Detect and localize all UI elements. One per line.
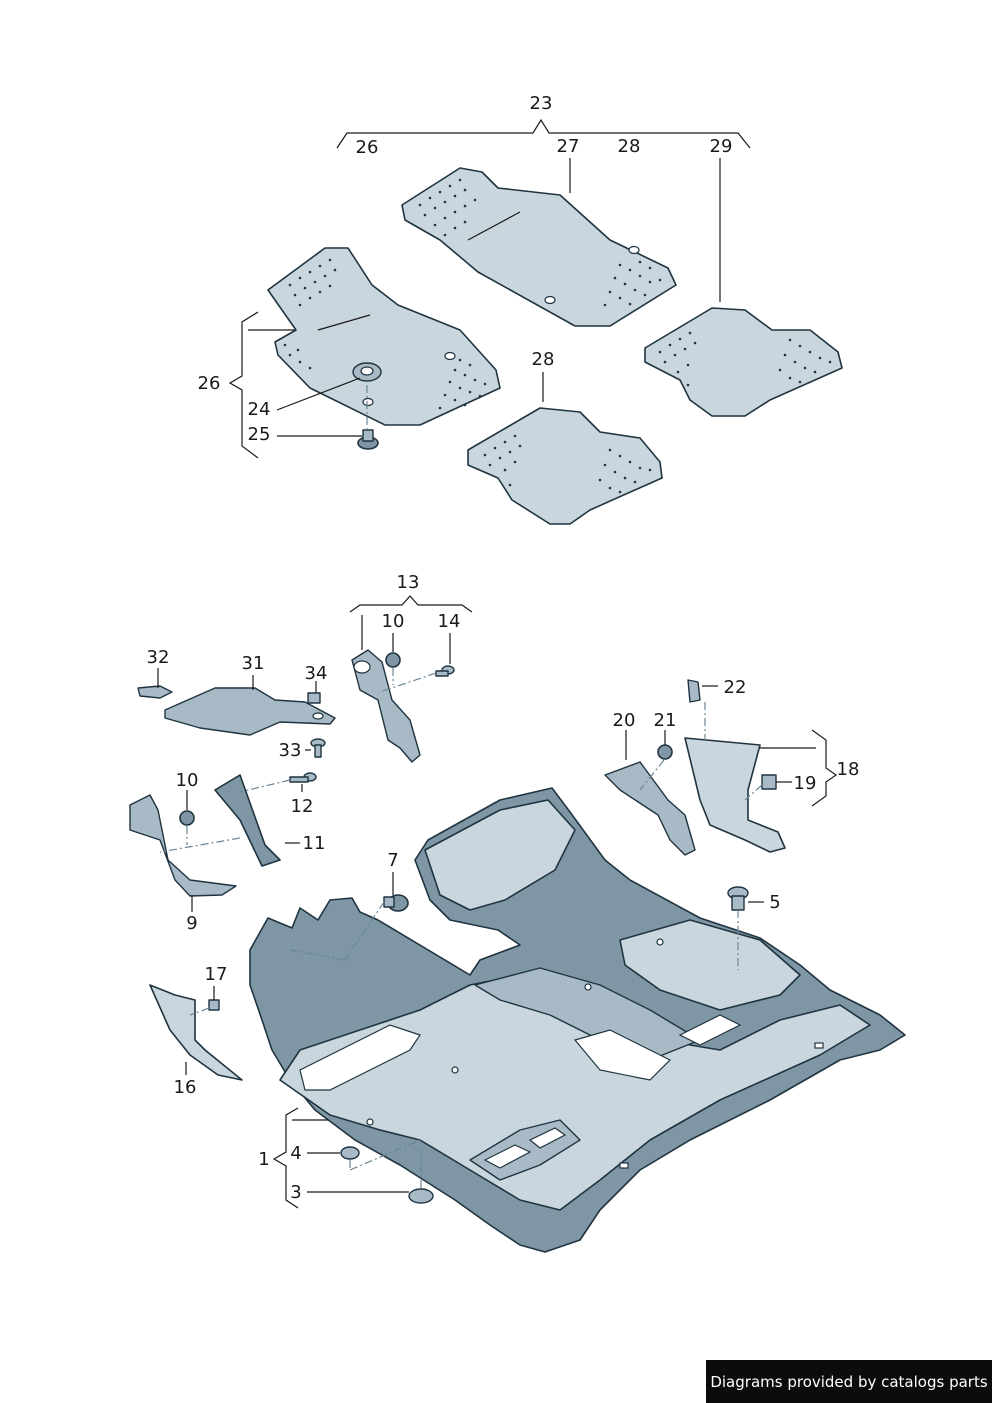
- callout-28: 28: [532, 349, 555, 370]
- floor-mat-rear-left: [467, 407, 663, 525]
- callout-24: 24: [248, 399, 271, 420]
- leader-lines: [157, 118, 838, 1209]
- callout-34: 34: [305, 663, 328, 684]
- assembly-lines: [159, 385, 763, 1188]
- mat-fastener-upper: [352, 362, 382, 382]
- callout-5: 5: [769, 892, 780, 913]
- credit-banner: Diagrams provided by catalogs parts: [706, 1360, 992, 1403]
- callout-17: 17: [205, 964, 228, 985]
- callout-28-top: 28: [618, 136, 641, 157]
- nut-10-upper: [385, 652, 401, 668]
- callout-29: 29: [710, 136, 733, 157]
- callout-23: 23: [530, 93, 553, 114]
- callout-25: 25: [248, 424, 271, 445]
- callout-9: 9: [186, 913, 197, 934]
- callout-27: 27: [557, 136, 580, 157]
- floor-mat-rear-right: [644, 307, 843, 417]
- callout-1: 1: [258, 1149, 269, 1170]
- foot-rest-bracket: [164, 687, 336, 736]
- callout-21: 21: [654, 710, 677, 731]
- callout-3: 3: [290, 1182, 301, 1203]
- trim-panel-right: [684, 737, 786, 853]
- callout-22: 22: [724, 677, 747, 698]
- callout-7: 7: [387, 850, 398, 871]
- callout-18: 18: [837, 759, 860, 780]
- clip-7: [383, 894, 409, 912]
- callout-14: 14: [438, 611, 461, 632]
- callout-26-top: 26: [356, 137, 379, 158]
- bracket-20: [604, 761, 696, 856]
- clip-17: [208, 999, 220, 1011]
- clip-19: [761, 774, 777, 790]
- callout-33: 33: [279, 740, 302, 761]
- floor-carpet: [249, 787, 906, 1253]
- nut-21: [657, 744, 673, 760]
- callout-10-upper: 10: [382, 611, 405, 632]
- clip-22: [687, 679, 701, 703]
- fastener-4: [340, 1146, 360, 1160]
- callout-13: 13: [397, 572, 420, 593]
- pedal-bracket: [351, 649, 421, 763]
- screw-12: [289, 772, 317, 783]
- callout-19: 19: [794, 773, 817, 794]
- floor-mat-front-right: [401, 167, 677, 327]
- callout-11: 11: [303, 833, 326, 854]
- trim-panel-left: [149, 984, 243, 1081]
- nut-34: [307, 692, 321, 704]
- callout-26: 26: [198, 373, 221, 394]
- callout-labels: 23 26 27 28 29 28 26 24 25 13 10 14 32 3…: [147, 93, 860, 1203]
- mat-fastener-lower: [357, 429, 379, 450]
- callout-32: 32: [147, 647, 170, 668]
- nut-10-lower: [179, 810, 195, 826]
- bracket-9: [129, 794, 237, 897]
- callout-12: 12: [291, 796, 314, 817]
- callout-4: 4: [290, 1143, 301, 1164]
- callout-10-lower: 10: [176, 770, 199, 791]
- clip-32: [137, 685, 173, 699]
- callout-20: 20: [613, 710, 636, 731]
- clip-5: [727, 886, 749, 911]
- floor-mat-front-left: [267, 247, 501, 426]
- callout-31: 31: [242, 653, 265, 674]
- screw-33: [310, 738, 326, 758]
- callout-16: 16: [174, 1077, 197, 1098]
- foot-rest-pad: [214, 774, 281, 867]
- pad-3: [408, 1188, 434, 1204]
- screw-14: [435, 665, 455, 677]
